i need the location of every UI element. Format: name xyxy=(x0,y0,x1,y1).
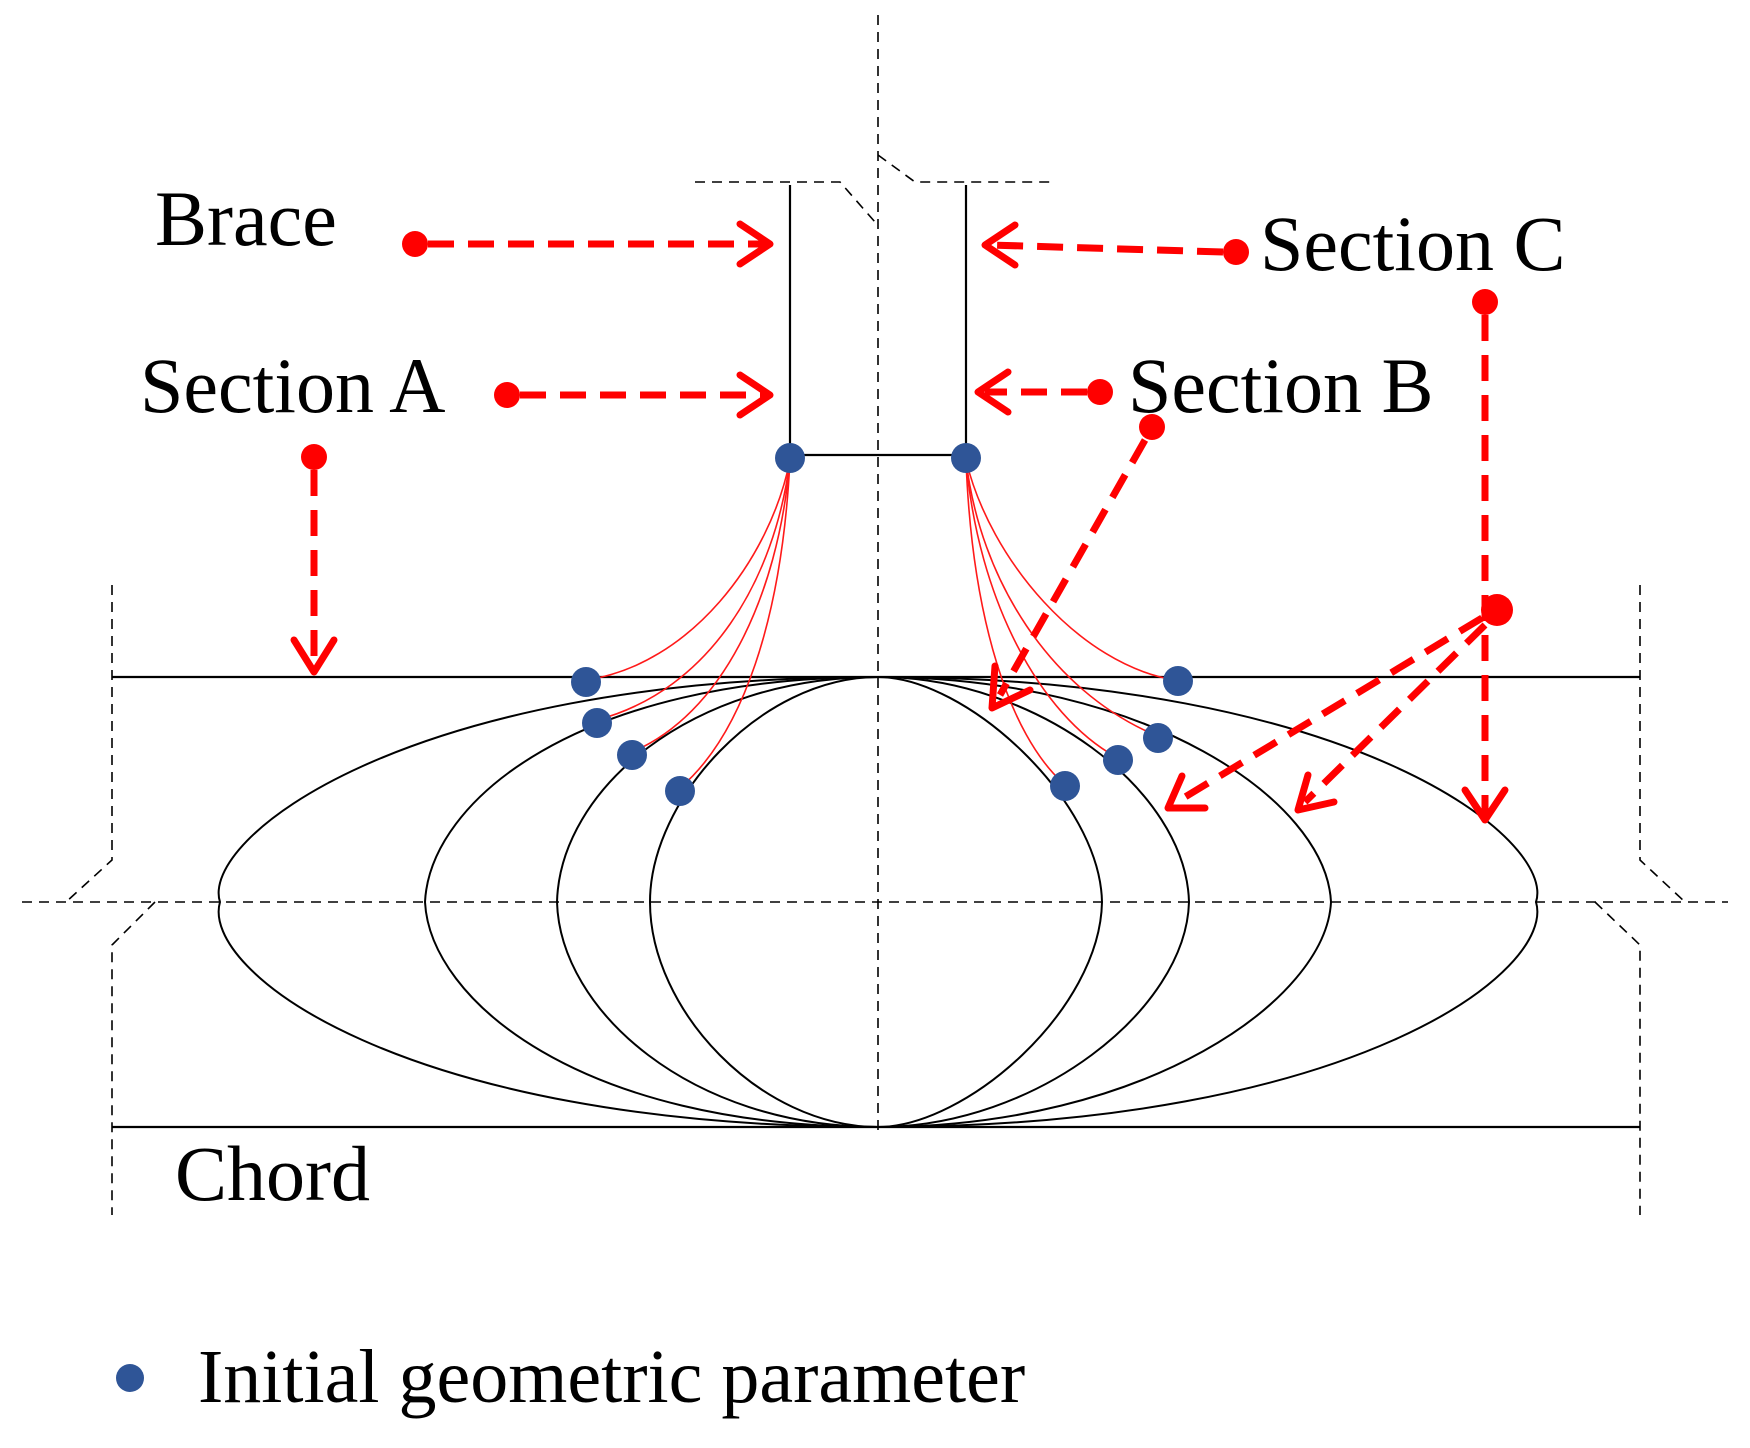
center-lines xyxy=(22,15,1728,1130)
legend: Initial geometric parameter xyxy=(116,1335,1025,1419)
section-c-arrow xyxy=(981,221,1249,269)
section-c-fan-arrows xyxy=(1164,594,1513,814)
legend-label: Initial geometric parameter xyxy=(198,1335,1025,1419)
section-c-down-arrow xyxy=(1461,289,1509,824)
param-dot xyxy=(665,776,695,806)
chord-break-lines xyxy=(65,585,1686,1215)
param-dot xyxy=(617,740,647,770)
initial-parameter-dots xyxy=(571,443,1193,806)
param-dot xyxy=(582,708,612,738)
brace-outline xyxy=(788,185,968,457)
param-dot xyxy=(1103,745,1133,775)
brace-arrow xyxy=(402,220,774,268)
param-dot xyxy=(1163,666,1193,696)
chord-label: Chord xyxy=(175,1130,370,1217)
section-b-arrow xyxy=(974,368,1113,416)
param-dot xyxy=(571,667,601,697)
section-c-label: Section C xyxy=(1260,200,1566,287)
param-dot xyxy=(775,443,805,473)
section-curves xyxy=(217,676,1539,1128)
section-b-label: Section B xyxy=(1128,342,1434,429)
section-a-down-arrow xyxy=(290,444,338,676)
section-b-diagonal-arrow xyxy=(988,414,1165,712)
param-dot xyxy=(951,443,981,473)
section-a-label: Section A xyxy=(140,342,446,429)
param-dot xyxy=(1050,771,1080,801)
param-dot xyxy=(1143,723,1173,753)
section-a-arrow xyxy=(494,371,774,419)
red-fan-lines xyxy=(585,459,1176,789)
brace-label: Brace xyxy=(155,175,337,262)
brace-break-line xyxy=(695,154,1055,223)
legend-dot xyxy=(116,1364,144,1392)
